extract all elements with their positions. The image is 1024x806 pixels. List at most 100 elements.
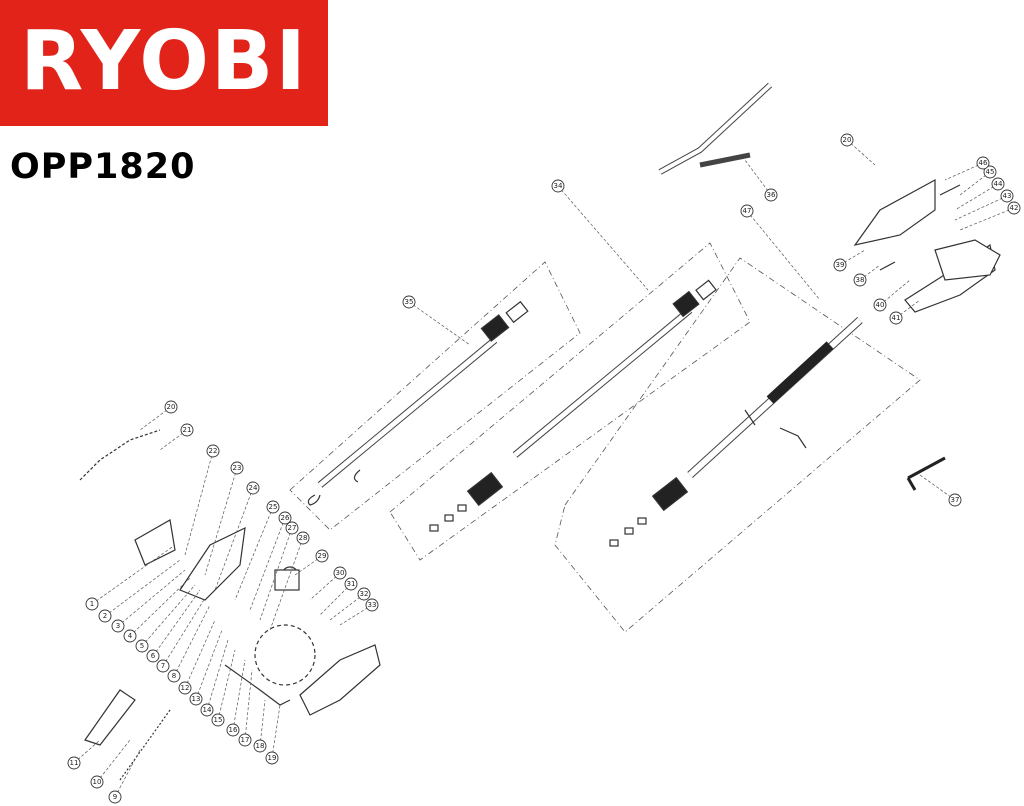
callout-circle [1007,201,1021,215]
callout-31: 31 [319,577,358,616]
callout-circle [278,511,292,525]
callout-circle [551,179,565,193]
callout-leader-line [184,619,216,689]
callout-leader-line [249,517,286,611]
callout-29: 29 [294,549,329,576]
callout-circle [164,400,178,414]
callout-27: 27 [259,521,299,621]
callout-circle [764,188,778,202]
callout-circle [111,619,125,633]
callout-12: 12 [178,619,216,695]
callout-circle [146,649,160,663]
callout-circle [833,258,847,272]
callout-number: 46 [979,159,988,167]
callout-leader-line [96,739,131,783]
callout-circle [296,531,310,545]
callout-number: 24 [249,484,258,492]
callout-leader-line [244,669,253,741]
callout-30: 30 [309,566,347,601]
callout-number: 25 [269,503,278,511]
callout-leader-line [152,589,201,657]
callout-number: 6 [151,652,156,660]
callout-7: 7 [156,597,206,673]
callout-number: 36 [767,191,776,199]
callout-number: 17 [241,736,250,744]
callout-circle [226,723,240,737]
callout-leader-line [954,183,999,211]
brand-logo: RYOBI [0,0,328,126]
callout-32: 32 [329,587,371,621]
callout-leader-line [309,572,341,601]
callout-leader-line [214,487,254,591]
callout-45: 45 [959,165,997,196]
callout-circle [123,629,137,643]
callout-number: 7 [161,662,165,670]
callout-number: 23 [233,464,242,472]
callout-43: 43 [954,189,1014,221]
callout-circle [238,733,252,747]
callout-circle [333,566,347,580]
callout-leader-line [232,659,246,731]
callout-number: 41 [892,314,901,322]
callout-circle [853,273,867,287]
callout-number: 21 [183,426,192,434]
callout-number: 1 [90,600,94,608]
callout-number: 47 [743,207,752,215]
callout-circle [285,521,299,535]
callout-circle [253,739,267,753]
callout-number: 27 [288,524,297,532]
callout-circle [167,669,181,683]
callout-number: 9 [113,793,117,801]
callout-4: 4 [123,577,191,643]
callout-circle [991,177,1005,191]
callout-circle [344,577,358,591]
boundary-shaft-25 [554,257,921,633]
callout-leader-line [959,207,1015,231]
callout-circle [266,500,280,514]
callout-number: 34 [554,182,563,190]
callout-number: 12 [181,684,190,692]
callout-9: 9 [108,749,141,804]
callout-37: 37 [919,474,962,507]
callout-5: 5 [135,584,196,653]
callout-number: 2 [103,612,107,620]
callout-leader-line [206,639,229,711]
callout-42: 42 [959,201,1021,231]
callout-leader-line [204,467,238,576]
model-number: OPP1820 [10,147,196,187]
callout-number: 38 [856,276,865,284]
shaft-section-34 [429,279,717,532]
callout-number: 13 [192,695,201,703]
callout-circle [189,692,203,706]
callout-circle [156,659,170,673]
assembly-boundaries [289,242,921,633]
callout-19: 19 [265,704,281,765]
callout-circle [178,681,192,695]
handle-assembly [853,178,1001,313]
callout-number: 30 [336,569,345,577]
callout-18: 18 [253,699,267,753]
callout-leader-line [408,301,471,346]
callout-number: 22 [209,447,218,455]
callout-leader-line [129,577,191,637]
callout-circle [200,703,214,717]
callout-21: 21 [159,423,194,451]
hex-key [906,456,946,491]
shaft-section-25 [609,317,863,547]
callout-number: 19 [268,754,277,762]
callout-leader-line [141,584,196,647]
callout-circle [98,609,112,623]
callout-leader-line [217,649,236,721]
callout-leader-line [859,264,881,281]
callout-20: 20 [840,133,876,166]
callout-46: 46 [944,156,990,181]
callout-number: 14 [203,706,212,714]
callout-number: 8 [172,672,176,680]
callout-circle [67,756,81,770]
callout-number: 44 [994,180,1003,188]
callout-number: 37 [951,496,960,504]
callout-28: 28 [269,531,310,631]
callout-36: 36 [744,159,778,202]
callout-25: 25 [234,500,280,601]
